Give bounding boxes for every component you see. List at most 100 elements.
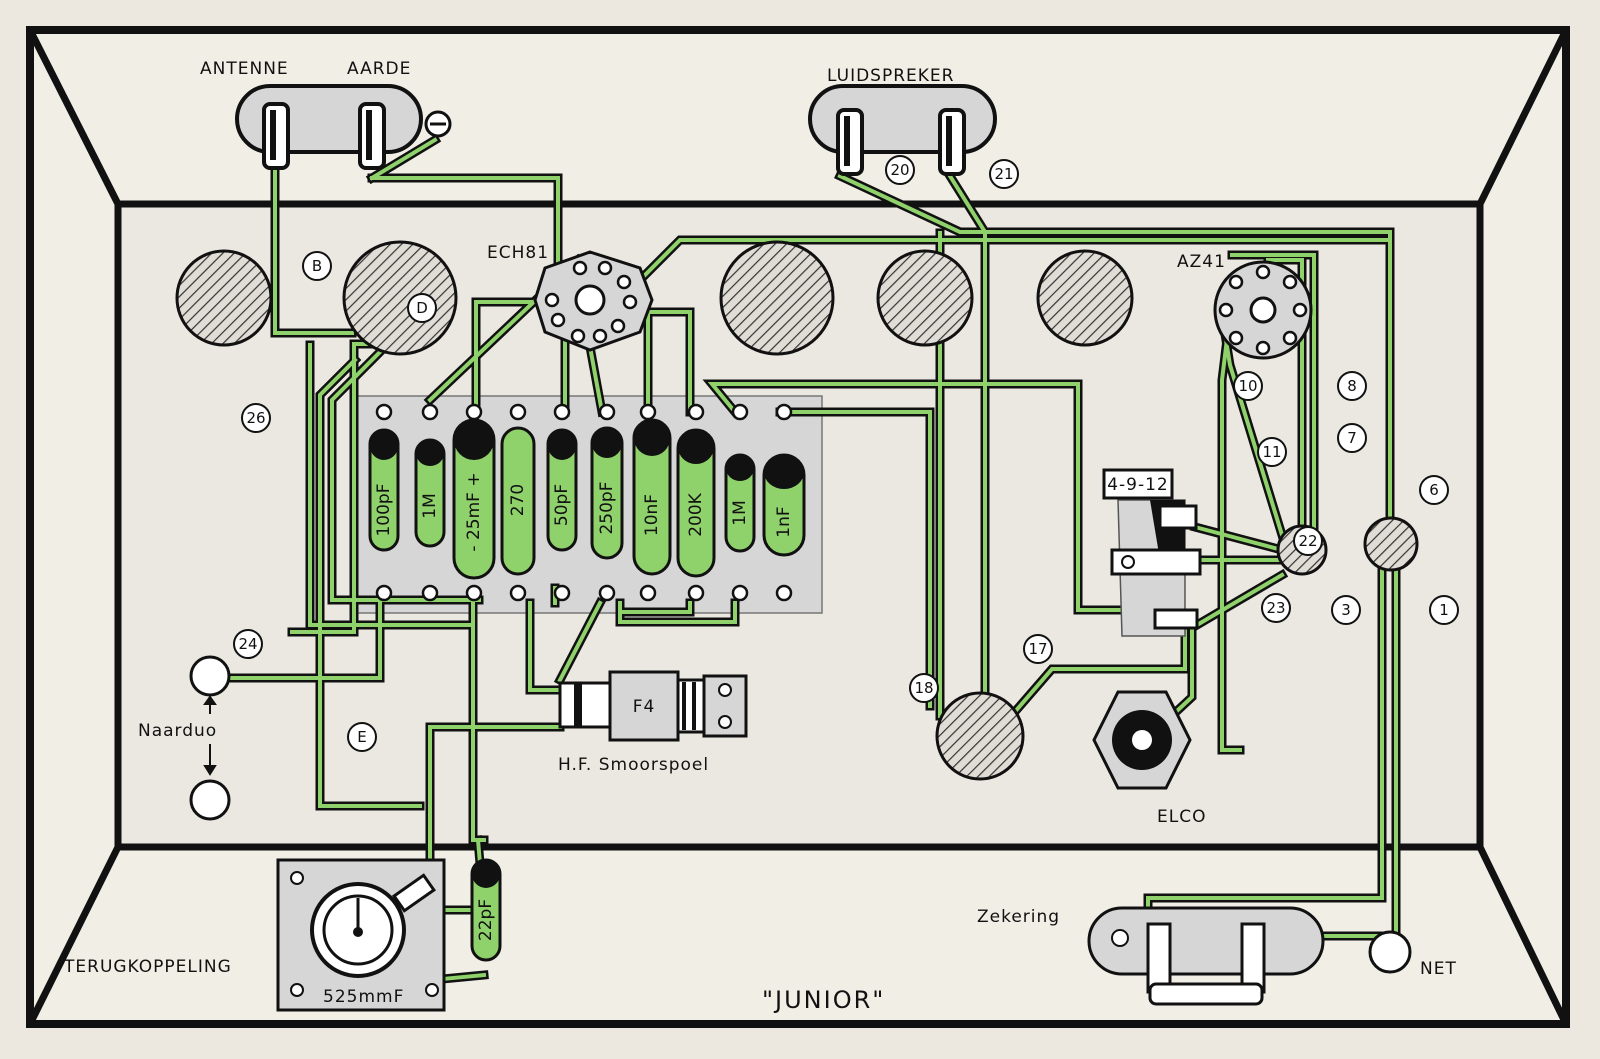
electrolytic-capacitor [1092, 690, 1192, 790]
marker-3: 3 [1331, 595, 1361, 625]
hf-choke-label: H.F. Smoorspoel [558, 755, 709, 775]
component-label: 1M [730, 500, 750, 525]
svg-text:22: 22 [1298, 532, 1317, 550]
marker-b: B [302, 251, 332, 281]
component-label: 270 [508, 484, 528, 516]
wiring [223, 133, 1401, 985]
marker-11: 11 [1257, 437, 1287, 467]
chassis-hole [719, 240, 835, 356]
component-label: 250pF [597, 481, 617, 534]
earth-label: AARDE [347, 59, 411, 79]
component-1nf: 1nF [762, 453, 806, 557]
marker-17: 17 [1023, 634, 1053, 664]
svg-text:E: E [357, 728, 366, 746]
marker-6: 6 [1419, 475, 1449, 505]
hf-choke-name: F4 [633, 697, 656, 717]
naar-duo-label: Naarduo [138, 721, 217, 741]
svg-text:21: 21 [994, 165, 1013, 183]
svg-text:6: 6 [1429, 481, 1439, 499]
marker-22: 22 [1293, 526, 1323, 556]
component-1m-b: 1M [724, 453, 756, 553]
marker-d: D [407, 293, 437, 323]
az41-tube-socket [1213, 260, 1313, 360]
feedback-trimmer [276, 858, 446, 1012]
feedback-capacitor-label: 22pF [476, 899, 496, 941]
component-270: 270 [500, 426, 536, 576]
marker-1: 1 [1429, 595, 1459, 625]
marker-10: 10 [1233, 371, 1263, 401]
elco-label: ELCO [1157, 807, 1206, 827]
duo-arrows-icon [203, 695, 217, 776]
switch-group-label: 4-9-12 [1107, 475, 1169, 495]
component-label: 200K [686, 492, 706, 536]
wave-switch [1110, 499, 1202, 637]
labels: ANTENNE AARDE LUIDSPREKER ECH81 AZ41 4-9… [63, 59, 1457, 1014]
ech81-label: ECH81 [487, 243, 549, 263]
svg-text:3: 3 [1341, 601, 1351, 619]
component-label: 100pF [374, 483, 394, 536]
ech81-tube-socket [533, 250, 654, 352]
component-100pf: 100pF [368, 428, 400, 552]
marker-7: 7 [1337, 423, 1367, 453]
marker-20: 20 [885, 155, 915, 185]
antenna-label: ANTENNE [200, 59, 289, 79]
marker-8: 8 [1337, 371, 1367, 401]
component-board-parts: 100pF 1M - 25mF + 270 50pF 250pF [368, 403, 806, 602]
component-label: - 25mF + [464, 472, 484, 551]
svg-text:17: 17 [1028, 640, 1047, 658]
duo-socket-bottom[interactable] [189, 779, 231, 821]
hf-choke [558, 670, 748, 742]
loudspeaker-label: LUIDSPREKER [827, 66, 954, 86]
az41-label: AZ41 [1177, 252, 1226, 272]
component-10nf: 10nF [632, 418, 672, 576]
svg-text:20: 20 [890, 161, 909, 179]
marker-23: 23 [1261, 593, 1291, 623]
marker-e: E [347, 722, 377, 752]
chassis-hole [1036, 249, 1134, 347]
marker-26: 26 [241, 403, 271, 433]
component-label: 1M [420, 493, 440, 518]
svg-text:26: 26 [246, 409, 265, 427]
switch-group-box: 4-9-12 [1102, 468, 1174, 500]
feedback-capacitor-22pf: 22pF [470, 858, 502, 962]
terugkoppeling-label: TERUGKOPPELING [63, 957, 232, 977]
marker-18: 18 [909, 673, 939, 703]
diagram-title: "JUNIOR" [762, 986, 885, 1014]
chassis-hole [876, 249, 974, 347]
component-1m-a: 1M [414, 438, 446, 548]
svg-text:23: 23 [1266, 599, 1285, 617]
svg-text:10: 10 [1238, 377, 1257, 395]
svg-text:7: 7 [1347, 429, 1357, 447]
svg-text:1: 1 [1439, 601, 1449, 619]
mains-cable-entry[interactable] [1368, 930, 1412, 974]
svg-text:11: 11 [1262, 443, 1281, 461]
zekering-label: Zekering [977, 907, 1060, 927]
fuse-holder [1087, 906, 1325, 1006]
mains-entry [1363, 516, 1419, 572]
net-label: NET [1420, 959, 1457, 979]
component-50pf: 50pF [546, 428, 578, 552]
trimmer-value-label: 525mmF [323, 987, 404, 1007]
marker-21: 21 [989, 159, 1019, 189]
output-transformer [935, 691, 1025, 781]
chassis-hole [175, 249, 273, 347]
marker-24: 24 [233, 629, 263, 659]
svg-text:24: 24 [238, 635, 257, 653]
component-200k: 200K [676, 428, 716, 578]
chassis-holes [175, 240, 1419, 781]
marker-set: B D E 1 3 6 7 8 10 11 17 18 20 21 22 23 … [233, 155, 1459, 752]
component-25mf: - 25mF + [452, 418, 496, 580]
svg-text:B: B [312, 257, 322, 275]
svg-text:8: 8 [1347, 377, 1357, 395]
antenna-earth-terminal-plate [235, 84, 452, 170]
duo-socket-top[interactable] [189, 655, 231, 697]
component-label: 50pF [552, 484, 572, 526]
tuning-capacitor [342, 240, 458, 356]
component-label: 1nF [774, 506, 794, 537]
component-label: 10nF [642, 494, 662, 536]
loudspeaker-terminal-plate [808, 84, 997, 176]
svg-text:D: D [416, 299, 428, 317]
svg-text:18: 18 [914, 679, 933, 697]
component-250pf: 250pF [590, 426, 624, 560]
